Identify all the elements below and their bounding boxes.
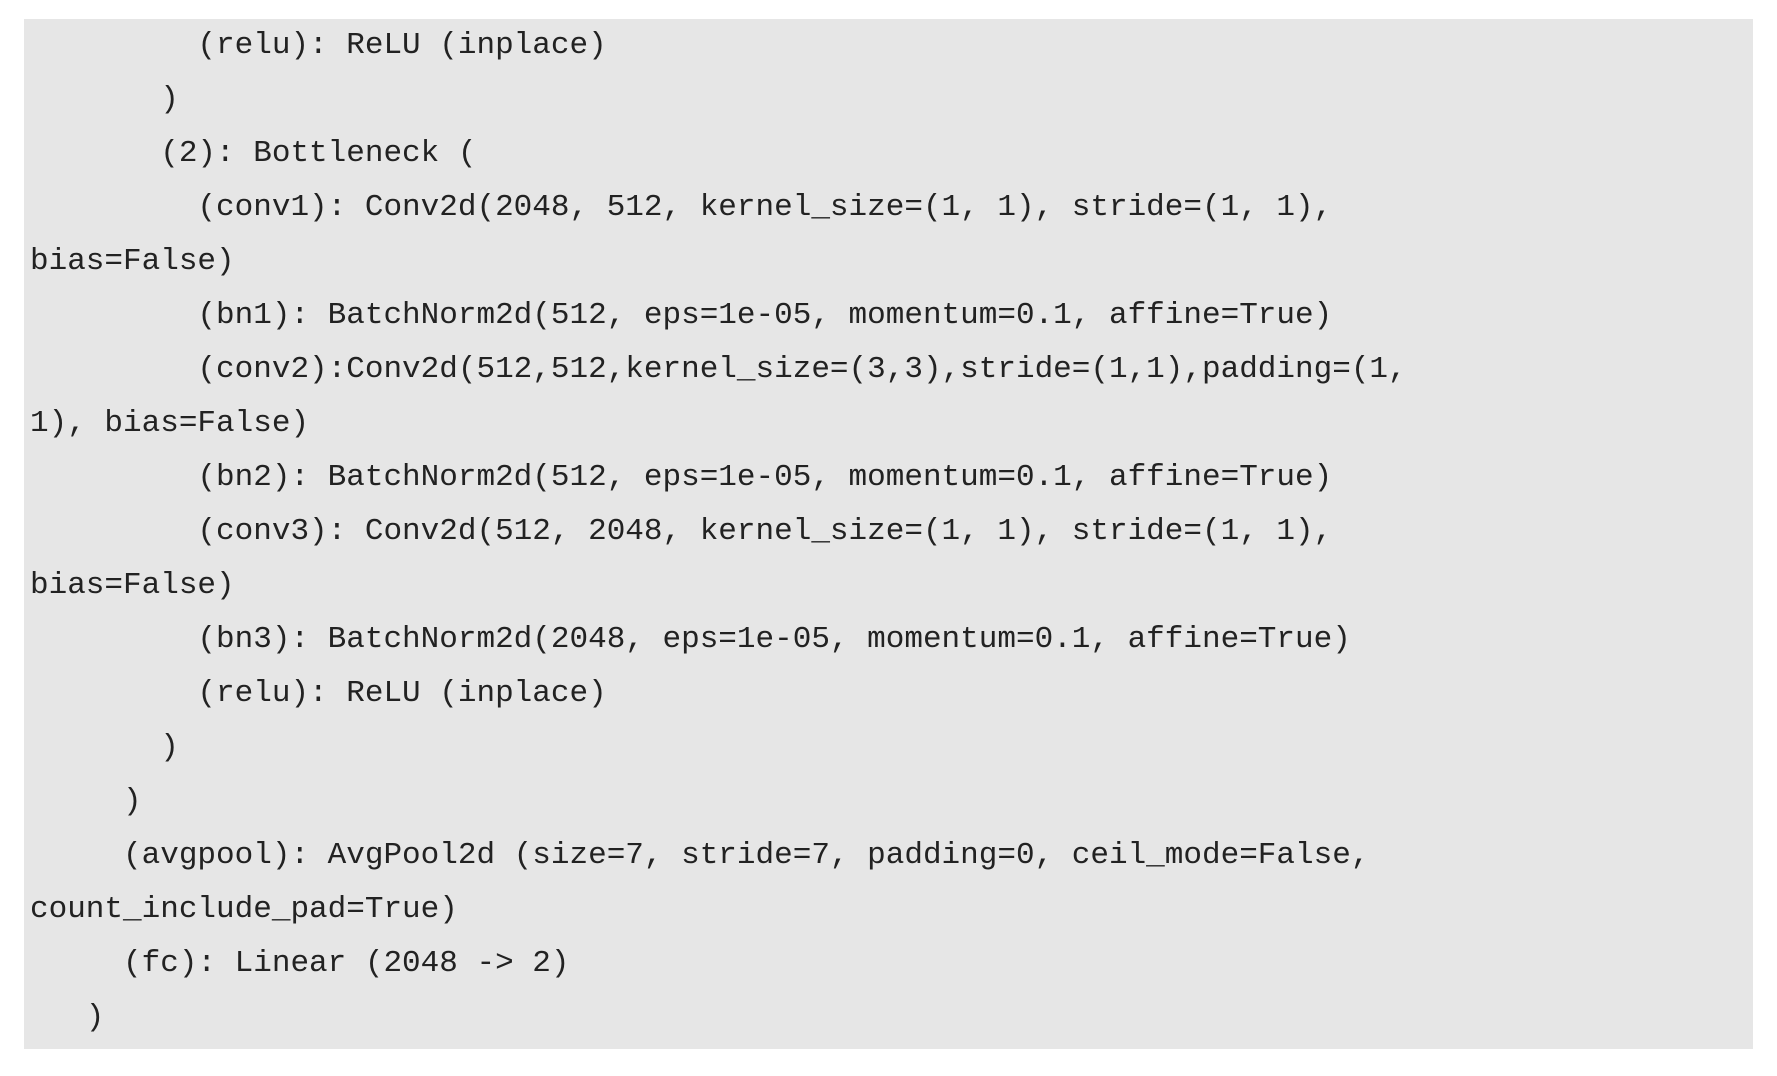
code-line: (avgpool): AvgPool2d (size=7, stride=7, … xyxy=(30,838,1370,873)
code-block: (relu): ReLU (inplace) ) (2): Bottleneck… xyxy=(24,19,1753,1049)
code-line: (bn3): BatchNorm2d(2048, eps=1e-05, mome… xyxy=(30,622,1351,657)
code-line: (conv3): Conv2d(512, 2048, kernel_size=(… xyxy=(30,514,1333,549)
code-line: (fc): Linear (2048 -> 2) xyxy=(30,946,570,981)
code-line: (bn1): BatchNorm2d(512, eps=1e-05, momen… xyxy=(30,298,1333,333)
code-line: ) xyxy=(30,784,142,819)
code-line: bias=False) xyxy=(30,568,235,603)
code-line: (bn2): BatchNorm2d(512, eps=1e-05, momen… xyxy=(30,460,1333,495)
code-line: (conv2):Conv2d(512,512,kernel_size=(3,3)… xyxy=(30,352,1407,387)
code-line: 1), bias=False) xyxy=(30,406,310,441)
code-line: ) xyxy=(30,1000,105,1035)
code-line: count_include_pad=True) xyxy=(30,892,458,927)
code-line: bias=False) xyxy=(30,244,235,279)
code-line: ) xyxy=(30,730,179,765)
code-line: (relu): ReLU (inplace) xyxy=(30,676,607,711)
code-line: (relu): ReLU (inplace) xyxy=(30,28,607,63)
code-line: ) xyxy=(30,82,179,117)
code-line: (2): Bottleneck ( xyxy=(30,136,477,171)
code-line: (conv1): Conv2d(2048, 512, kernel_size=(… xyxy=(30,190,1333,225)
